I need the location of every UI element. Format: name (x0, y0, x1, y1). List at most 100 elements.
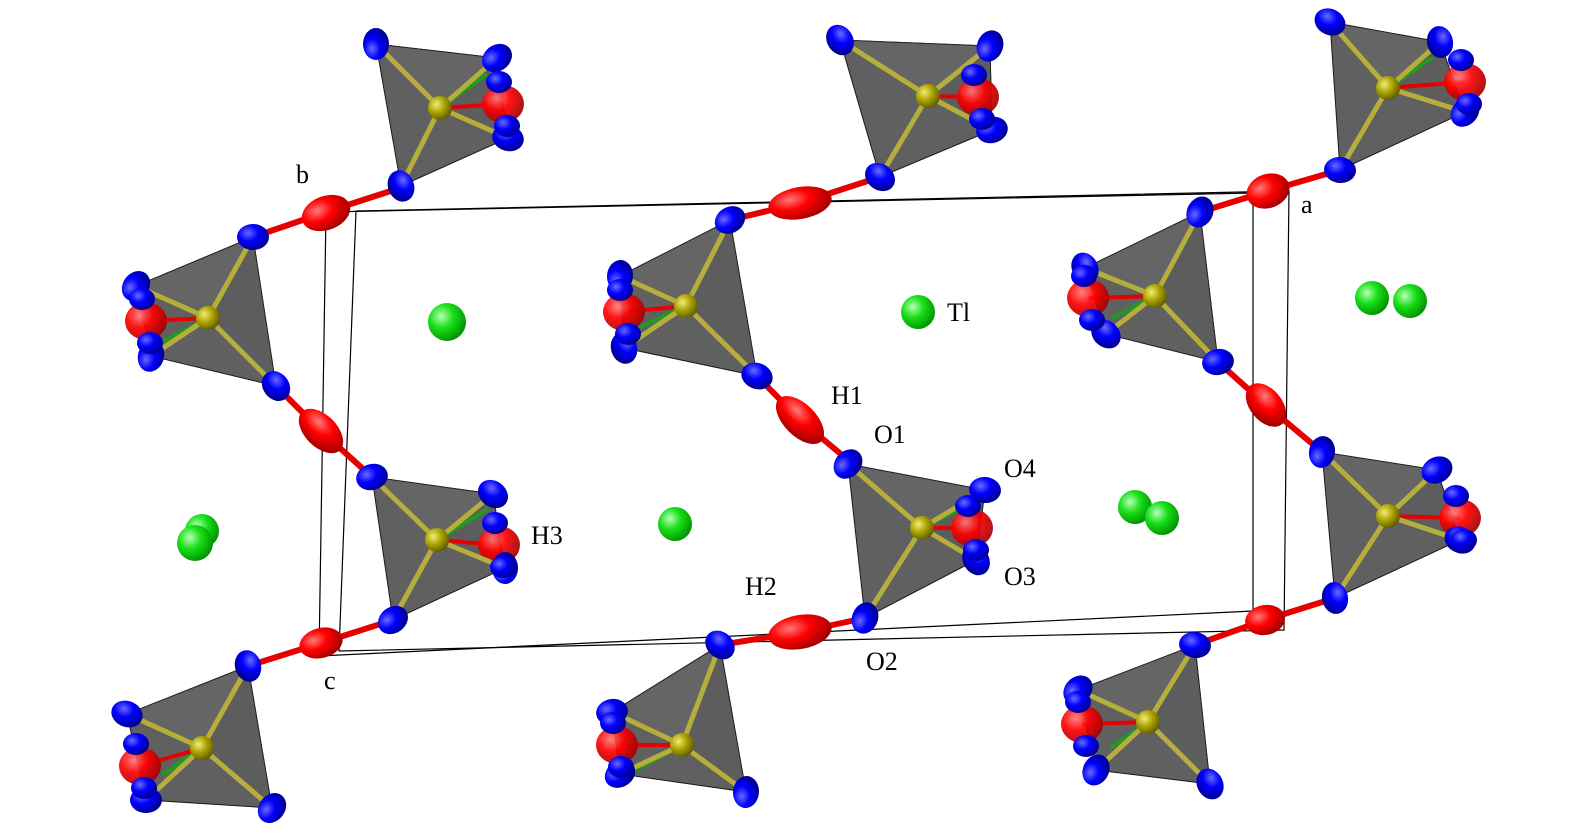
p-o-bond (683, 217, 733, 309)
oxygen-atom (1079, 309, 1105, 331)
oxygen-atom (1308, 436, 1336, 468)
atom-label-o4: O4 (1004, 454, 1036, 483)
oxygen-atom (482, 512, 508, 534)
oxygen-atom (1456, 93, 1482, 115)
p-o-bond (1332, 513, 1391, 601)
p-o-bond (845, 461, 925, 531)
atom-label-h3: H3 (531, 521, 563, 550)
hydroxyl-oxygen-atom (596, 726, 638, 764)
p-o-bond (862, 525, 925, 621)
thallium-atom (1355, 281, 1389, 315)
oxygen-atom (1321, 582, 1349, 614)
p-o-bond (837, 37, 931, 99)
oxygen-atom (129, 288, 155, 310)
hydroxyl-oxygen-atom (957, 78, 999, 116)
bridge-atom (298, 408, 344, 454)
atom-label-o2: O2 (866, 647, 898, 676)
oxygen-atom (1451, 529, 1477, 551)
axis-label-c: c (324, 666, 336, 695)
oxygen-atom (111, 700, 143, 728)
phosphorus-atom (425, 528, 449, 552)
bridge-atom (301, 194, 351, 232)
hydroxyl-oxygen-atom (482, 85, 524, 123)
p-o-bond (369, 474, 440, 543)
oxygen-atom (234, 650, 262, 682)
atom-label-o3: O3 (1004, 562, 1036, 591)
atom-labels: b a c Tl H1 O1 O4 H3 O3 H2 O2 (296, 160, 1313, 695)
oxygen-atom (615, 323, 641, 345)
oxygen-atom (123, 733, 149, 755)
oxygen-atom (961, 64, 987, 86)
axis-label-a: a (1301, 190, 1313, 219)
phosphorus-atom (1376, 504, 1400, 528)
po4-tetrahedron (1067, 196, 1234, 376)
p-o-bond (679, 642, 723, 748)
p-o-bond (199, 663, 251, 751)
phosphorus-atom (670, 733, 694, 757)
po4-tetrahedron (596, 630, 760, 808)
po4-tetrahedron (1314, 8, 1486, 184)
phosphorus-atom (674, 294, 698, 318)
bridge-atom (768, 186, 832, 220)
oxygen-atom (1179, 631, 1211, 659)
oxygen-atom (714, 206, 746, 234)
oxygen-atom (1421, 456, 1453, 484)
hydroxyl-oxygen-atom (1061, 705, 1103, 743)
oxygen-atom (741, 362, 773, 390)
p-o-bond (1319, 449, 1391, 519)
p-o-bond (683, 303, 760, 379)
phosphorus-atom (1143, 284, 1167, 308)
oxygen-atom (732, 776, 760, 808)
po4-tetrahedra (111, 8, 1486, 823)
bridge-atom (1246, 173, 1290, 209)
oxygen-atom (490, 556, 516, 578)
oxygen-atom (1324, 156, 1356, 184)
oxygen-atom (137, 332, 163, 354)
oxygen-atom (600, 712, 626, 734)
p-o-bond (877, 93, 931, 180)
oxygen-atom (257, 793, 287, 823)
oxygen-atom (607, 279, 633, 301)
bridge-atom (1245, 604, 1285, 636)
phosphorus-atom (916, 84, 940, 108)
p-o-bond (398, 105, 443, 189)
po4-tetrahedron (121, 224, 291, 401)
thallium-atom (1145, 501, 1179, 535)
oxygen-atom (1073, 735, 1099, 757)
atom-label-tl: Tl (947, 298, 970, 327)
oxygen-atom (969, 108, 995, 130)
oxygen-atom (356, 463, 388, 491)
p-o-bond (1145, 642, 1198, 725)
phosphorus-atom (428, 96, 452, 120)
po4-tetrahedron (603, 206, 773, 390)
axis-label-b: b (296, 160, 309, 189)
oxygen-atom (851, 602, 879, 634)
po4-tetrahedron (363, 28, 524, 202)
bridge-atom (299, 627, 343, 659)
oxygen-atom (131, 777, 157, 799)
oxygen-atom (1314, 8, 1346, 36)
oxygen-atom (963, 539, 989, 561)
p-o-bond (1337, 85, 1391, 173)
oxygen-atom (976, 30, 1004, 62)
oxygen-atom (378, 605, 408, 635)
oxygen-atom (1186, 196, 1214, 228)
atom-label-o1: O1 (874, 420, 906, 449)
p-o-bond (205, 315, 279, 389)
oxygen-atom (1071, 265, 1097, 287)
hydroxyl-oxygen-atom (125, 302, 167, 340)
hydroxyl-oxygen-atom (603, 293, 645, 331)
thallium-atom (658, 507, 692, 541)
oxygen-atom (608, 756, 634, 778)
oxygen-atom (1443, 485, 1469, 507)
oxygen-atom (478, 479, 508, 509)
atom-label-h2: H2 (745, 572, 777, 601)
oxygen-atom (482, 43, 512, 73)
p-o-bond (1385, 85, 1468, 115)
oxygen-atom (1082, 754, 1110, 786)
oxygen-atom (1426, 26, 1454, 58)
p-o-bond (1152, 293, 1221, 365)
unit-cell-back-face (338, 190, 1290, 652)
atom-label-h1: H1 (831, 381, 863, 410)
